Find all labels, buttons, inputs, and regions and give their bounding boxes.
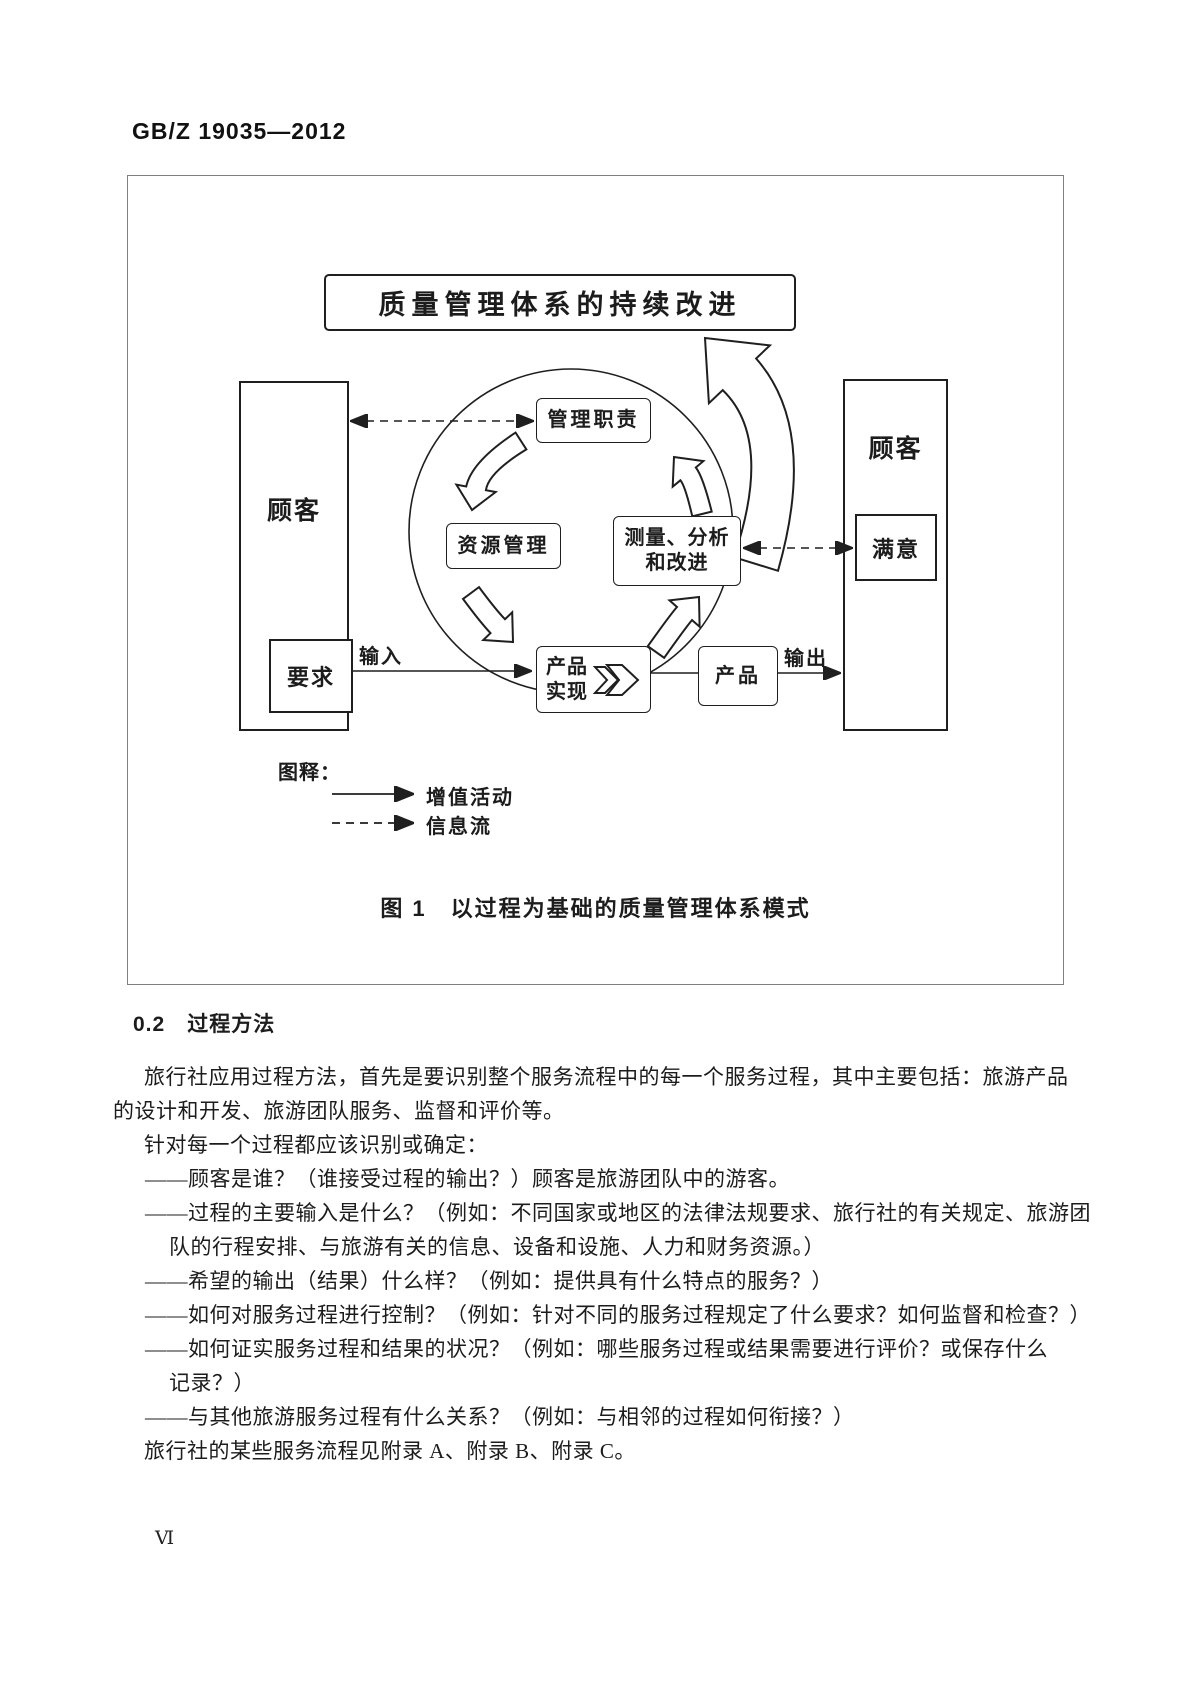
body-line: 的设计和开发、旅游团队服务、监督和评价等。: [113, 1099, 565, 1123]
section-title: 过程方法: [187, 1013, 276, 1036]
product-label: 产品: [715, 664, 761, 687]
body-line: ——如何对服务过程进行控制？（例如：针对不同的服务过程规定了什么要求？如何监督和…: [145, 1303, 1091, 1327]
management-responsibility-label: 管理职责: [547, 409, 640, 431]
customer-left-label: 顾客: [266, 498, 321, 525]
resource-management-box: 资源管理: [446, 523, 561, 569]
requirements-box: 要求: [269, 639, 353, 713]
body-line: 针对每一个过程都应该识别或确定：: [144, 1133, 488, 1157]
body-line: 旅行社的某些服务流程见附录 A、附录 B、附录 C。: [144, 1439, 636, 1463]
page-number: Ⅵ: [155, 1528, 175, 1549]
product-realization-box: 产品 实现: [536, 646, 651, 713]
section-number: 0.2: [133, 1013, 166, 1036]
body-line: 记录？）: [169, 1371, 255, 1395]
body-text: 旅行社应用过程方法，首先是要识别整个服务流程中的每一个服务过程，其中主要包括：旅…: [113, 1060, 1091, 1468]
cycle-arrow: [454, 431, 528, 512]
figure-1-frame: 质量管理体系的持续改进 顾客 要求 顾客 满意 管理职责 资源管理 测量、分析 …: [127, 175, 1064, 985]
requirements-label: 要求: [286, 665, 335, 690]
continual-improvement-box: 质量管理体系的持续改进: [324, 274, 796, 331]
standard-number: GB/Z 19035—2012: [132, 118, 347, 144]
body-line: 旅行社应用过程方法，首先是要识别整个服务流程中的每一个服务过程，其中主要包括：旅…: [144, 1065, 1069, 1089]
cycle-arrow: [703, 336, 795, 573]
section-heading: 0.2 过程方法: [133, 1008, 275, 1038]
figure-caption: 图 1 以过程为基础的质量管理体系模式: [380, 896, 811, 921]
cycle-arrows: [454, 336, 795, 660]
input-label: 输入: [359, 646, 403, 668]
body-line: ——希望的输出（结果）什么样？（例如：提供具有什么特点的服务？）: [145, 1269, 833, 1293]
legend-title: 图释：: [278, 762, 341, 784]
satisfaction-label: 满意: [871, 536, 920, 562]
cycle-arrow: [671, 455, 713, 518]
process-diagram-graphics: [332, 336, 1065, 986]
customer-right-label: 顾客: [868, 436, 923, 463]
body-line: ——与其他旅游服务过程有什么关系？（例如：与相邻的过程如何衔接？）: [145, 1405, 855, 1429]
process-chevron-icon: [592, 663, 640, 696]
customer-right-box: 顾客: [843, 379, 948, 731]
body-line: 队的行程安排、与旅游有关的信息、设备和设施、人力和财务资源。）: [169, 1235, 825, 1259]
product-box: 产品: [698, 646, 778, 706]
body-line: ——顾客是谁？（谁接受过程的输出？）顾客是旅游团队中的游客。: [145, 1167, 790, 1191]
body-line: ——如何证实服务过程和结果的状况？（例如：哪些服务过程或结果需要进行评价？或保存…: [145, 1337, 1048, 1361]
customer-left-box: 顾客: [239, 381, 349, 731]
body-line: ——过程的主要输入是什么？（例如：不同国家或地区的法律法规要求、旅行社的有关规定…: [145, 1201, 1091, 1225]
product-realization-label: 产品 实现: [546, 655, 588, 703]
cycle-arrow: [646, 595, 701, 660]
management-responsibility-box: 管理职责: [536, 398, 651, 443]
continual-improvement-label: 质量管理体系的持续改进: [378, 290, 742, 320]
cycle-arrow: [461, 585, 515, 644]
satisfaction-box: 满意: [855, 514, 937, 581]
legend-solid-label: 增值活动: [426, 787, 514, 809]
legend-dashed-label: 信息流: [426, 816, 492, 838]
resource-management-label: 资源管理: [457, 534, 550, 557]
measurement-analysis-box: 测量、分析 和改进: [613, 516, 741, 586]
output-label: 输出: [784, 648, 828, 670]
measurement-analysis-label: 测量、分析 和改进: [624, 527, 730, 574]
